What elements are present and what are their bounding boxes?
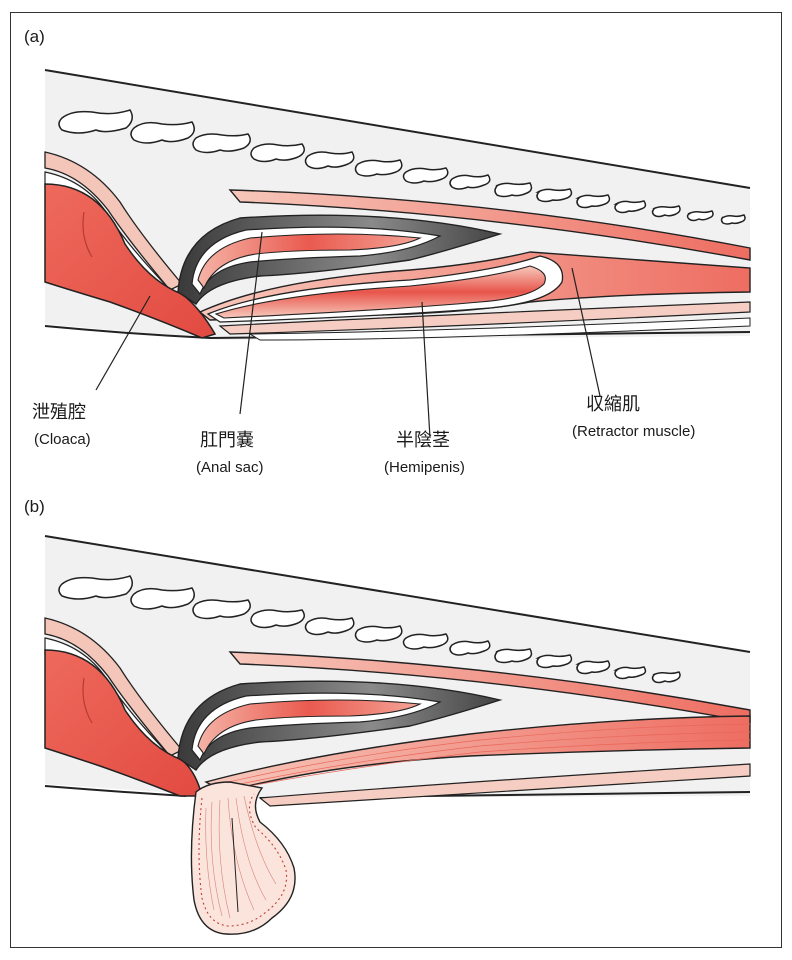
leader-hemipenis — [421, 301, 431, 439]
dorsal-muscle — [228, 189, 751, 261]
vertebra-icon — [130, 587, 195, 610]
vertebra-icon — [651, 205, 681, 218]
hemipenis-sulcus — [231, 817, 239, 913]
leader-anal-sac — [239, 231, 263, 415]
label-hemipenis-en: (Hemipenis) — [384, 459, 465, 476]
label-hemipenis-jp: 半陰茎 — [396, 430, 450, 451]
ventral-muscle — [218, 301, 751, 335]
vertebra-icon — [613, 666, 647, 680]
panel-a-label: (a) — [24, 27, 45, 46]
vertebra-icon — [304, 151, 355, 170]
vertebra-icon — [354, 159, 403, 177]
vertebra-icon — [130, 121, 195, 144]
vertebrae-row — [58, 109, 746, 225]
vertebra-icon — [575, 194, 611, 209]
label-cloaca-en: (Cloaca) — [34, 431, 91, 448]
vertebra-icon — [613, 200, 647, 214]
cloaca-wall-upper-b — [44, 617, 184, 757]
hemipenis-diagram: (a) — [10, 12, 782, 948]
vertebra-icon — [304, 617, 355, 636]
vertebra-icon — [250, 143, 305, 163]
vertebra-icon — [192, 133, 251, 154]
anal-sac — [197, 233, 422, 290]
label-anal-sac-en: (Anal sac) — [196, 459, 264, 476]
panel-b-label: (b) — [24, 497, 45, 516]
vertebra-icon — [192, 599, 251, 620]
retractor-fibers — [219, 723, 751, 792]
vertebra-icon — [402, 167, 449, 184]
vertebra-icon — [354, 625, 403, 643]
ventral-layer — [248, 317, 751, 341]
ventral-muscle-b — [258, 763, 751, 807]
label-retractor-jp: 収縮肌 — [586, 394, 640, 415]
vertebra-icon — [575, 660, 611, 675]
vertebra-icon — [58, 109, 133, 134]
panel-b: (b) — [24, 497, 751, 935]
vertebra-icon — [250, 609, 305, 629]
dorsal-outline — [44, 69, 751, 189]
vertebra-icon — [651, 671, 681, 684]
leader-lines-a — [95, 231, 601, 439]
hemipenis — [214, 265, 546, 319]
cloaca-wall-upper — [44, 151, 184, 291]
vertebra-icon — [449, 174, 491, 190]
vertebra-icon — [720, 214, 746, 225]
anal-sac-b — [197, 699, 422, 756]
panel-a: (a) — [24, 27, 751, 476]
label-anal-sac-jp: 肛門嚢 — [200, 430, 254, 451]
vertebra-icon — [402, 633, 449, 650]
vertebra-icon — [494, 648, 533, 664]
vertebrae-row-b — [58, 575, 681, 684]
ventral-outline-b-left — [44, 785, 187, 797]
cloaca-fold-b — [82, 677, 93, 724]
label-retractor-en: (Retractor muscle) — [572, 423, 695, 440]
cloaca-b — [44, 649, 203, 797]
vertebra-icon — [58, 575, 133, 600]
hemipenis-fibers — [205, 795, 277, 919]
vertebra-icon — [535, 188, 573, 203]
cloaca-fold — [82, 211, 93, 258]
vertebra-icon — [494, 182, 533, 198]
vertebra-icon — [449, 640, 491, 656]
leader-cloaca — [95, 295, 151, 391]
diagram-frame: (a) — [10, 12, 782, 948]
vertebra-icon — [535, 654, 573, 669]
dorsal-outline-b — [44, 535, 751, 653]
vertebra-icon — [686, 210, 714, 222]
leader-retractor — [571, 267, 601, 397]
label-cloaca-jp: 泄殖腔 — [32, 401, 86, 423]
